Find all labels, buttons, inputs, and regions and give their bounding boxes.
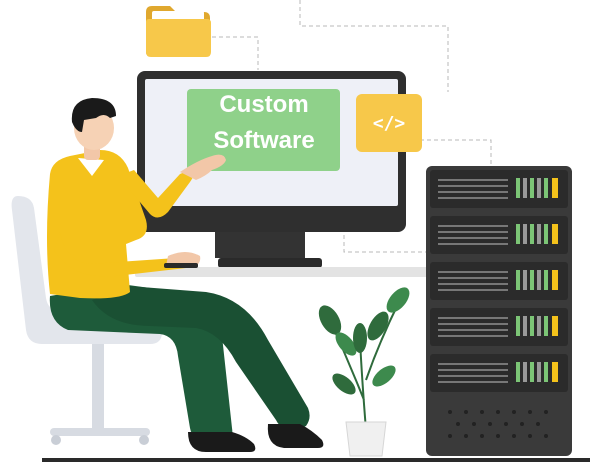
screen-label-line2: Software: [213, 127, 314, 154]
vent-grille: [448, 410, 548, 438]
screen-label: Custom Software: [187, 89, 340, 171]
screen-label-bg: [187, 89, 340, 171]
desk: [135, 267, 435, 277]
screen-label-line1: Custom: [219, 91, 308, 118]
code-glyph: </>: [373, 113, 406, 134]
server-unit: [430, 262, 568, 300]
person: [47, 98, 324, 452]
chair: [11, 196, 162, 445]
server-unit: [430, 308, 568, 346]
code-icon: </>: [356, 94, 422, 152]
server-unit: [430, 216, 568, 254]
server-unit: [430, 354, 568, 392]
server-unit: [430, 170, 568, 208]
plant-icon: [318, 287, 410, 457]
folder-icon: [146, 6, 211, 57]
keyboard: [164, 263, 198, 268]
floor-line: [42, 458, 590, 462]
server-rack-icon: [426, 166, 572, 456]
